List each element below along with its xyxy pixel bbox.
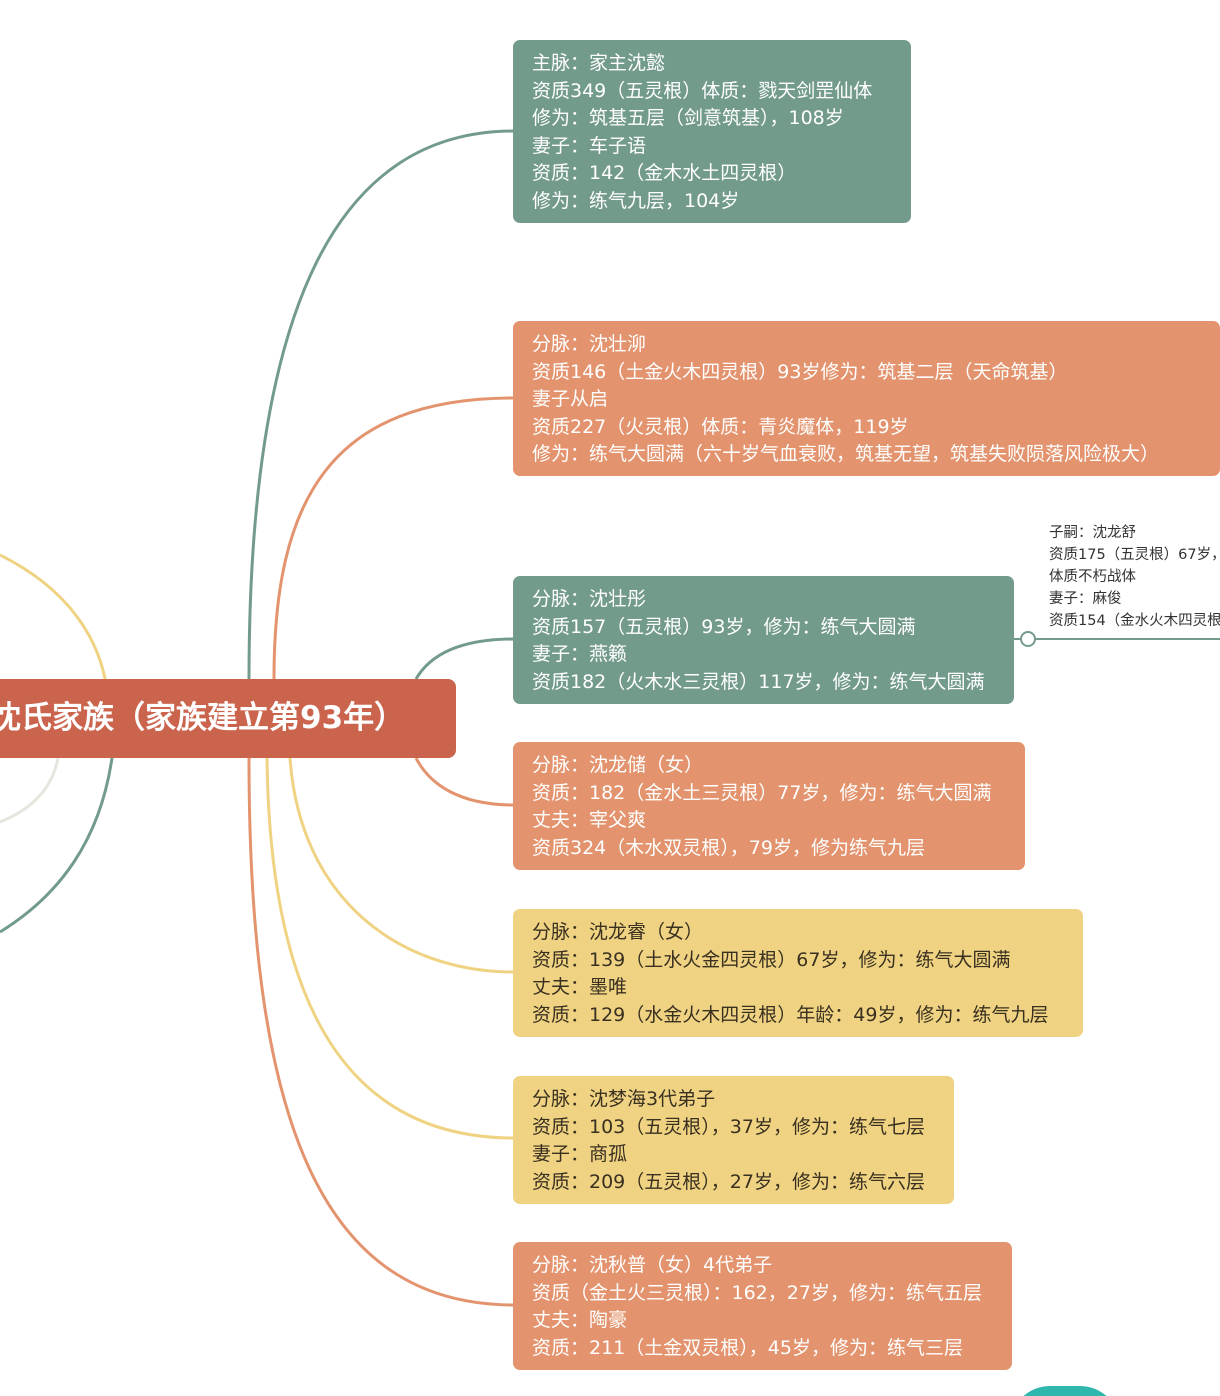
node-line: 资质：211（土金双灵根），45岁，修为：练气三层	[532, 1336, 963, 1359]
node-line: 资质：129（水金火木四灵根）年龄：49岁，修为：练气九层	[532, 1003, 1049, 1026]
branch-node-shen-zhuangmao[interactable]: 分脉：沈壮泖 资质146（土金火木四灵根）93岁修为：筑基二层（天命筑基） 妻子…	[513, 321, 1220, 476]
note-line: 子嗣：沈龙舒	[1049, 525, 1136, 541]
note-line: 体质不朽战体	[1049, 569, 1136, 585]
link-branch-5	[288, 757, 515, 974]
node-line: 资质146（土金火木四灵根）93岁修为：筑基二层（天命筑基）	[532, 360, 1068, 383]
node-line: 丈夫：宰父爽	[532, 809, 647, 832]
note-line: 资质154（金水火木四灵根	[1049, 613, 1220, 629]
branch-node-shen-qiupu[interactable]: 分脉：沈秋普（女）4代弟子 资质（金土火三灵根）：162，27岁，修为：练气五层…	[513, 1242, 1012, 1370]
ring-green	[0, 757, 114, 934]
link-branch-3	[414, 637, 515, 680]
floating-action-button[interactable]	[1010, 1386, 1120, 1396]
link-branch-2	[272, 396, 515, 680]
link-branch-6	[265, 757, 515, 1140]
node-line: 资质（金土火三灵根）：162，27岁，修为：练气五层	[532, 1281, 982, 1304]
node-line: 资质：209（五灵根），27岁，修为：练气六层	[532, 1170, 925, 1193]
branch-node-shen-zhuangtong[interactable]: 分脉：沈壮彤 资质157（五灵根）93岁，修为：练气大圆满 妻子：燕籁 资质18…	[513, 576, 1014, 704]
node-line: 妻子：燕籁	[532, 643, 628, 666]
node-line: 妻子从启	[532, 388, 609, 411]
node-line: 丈夫：陶豪	[532, 1309, 628, 1332]
branch-node-shen-longrui[interactable]: 分脉：沈龙睿（女） 资质：139（土水火金四灵根）67岁，修为：练气大圆满 丈夫…	[513, 909, 1083, 1037]
note-line: 资质175（五灵根）67岁，	[1049, 547, 1220, 563]
node-line: 资质227（火灵根）体质：青炎魔体，119岁	[532, 415, 909, 438]
node-line: 资质349（五灵根）体质：戮天剑罡仙体	[532, 79, 873, 102]
link-branch-4	[414, 757, 515, 807]
node-line: 资质：139（土水火金四灵根）67岁，修为：练气大圆满	[532, 948, 1011, 971]
node-line: 修为：练气大圆满（六十岁气血衰败，筑基无望，筑基失败陨落风险极大）	[532, 443, 1160, 466]
node-line: 分脉：沈秋普（女）4代弟子	[532, 1254, 773, 1276]
branch-node-shen-menghai[interactable]: 分脉：沈梦海3代弟子 资质：103（五灵根），37岁，修为：练气七层 妻子：商孤…	[513, 1076, 954, 1204]
node-line: 资质182（火木水三灵根）117岁，修为：练气大圆满	[532, 670, 985, 693]
node-line: 分脉：沈壮彤	[532, 588, 647, 610]
ring-pale	[0, 757, 60, 824]
ring-yellow	[0, 553, 109, 691]
node-line: 资质：142（金木水土四灵根）	[532, 162, 797, 185]
collapse-toggle[interactable]	[1020, 631, 1036, 647]
root-title: 沈氏家族（家族建立第93年）	[0, 700, 406, 736]
child-note-shen-longshu[interactable]: 子嗣：沈龙舒 资质175（五灵根）67岁， 体质不朽战体 妻子：麻俊 资质154…	[1049, 522, 1220, 632]
node-line: 妻子：车子语	[532, 134, 647, 157]
node-line: 主脉：家主沈懿	[532, 52, 666, 74]
node-line: 分脉：沈龙睿（女）	[532, 921, 704, 943]
root-topic[interactable]: 沈氏家族（家族建立第93年）	[0, 679, 456, 758]
node-line: 修为：筑基五层（剑意筑基），108岁	[532, 107, 844, 130]
link-branch-1	[247, 129, 515, 680]
node-line: 妻子：商孤	[532, 1143, 628, 1166]
node-line: 分脉：沈龙储（女）	[532, 754, 704, 776]
branch-node-main[interactable]: 主脉：家主沈懿 资质349（五灵根）体质：戮天剑罡仙体 修为：筑基五层（剑意筑基…	[513, 40, 911, 223]
link-branch-7	[247, 757, 515, 1307]
node-line: 资质324（木水双灵根），79岁，修为练气九层	[532, 836, 925, 859]
node-line: 修为：练气九层，104岁	[532, 189, 740, 212]
node-line: 资质：182（金水土三灵根）77岁，修为：练气大圆满	[532, 781, 992, 804]
node-line: 资质：103（五灵根），37岁，修为：练气七层	[532, 1115, 925, 1138]
note-line: 妻子：麻俊	[1049, 591, 1122, 607]
node-line: 分脉：沈壮泖	[532, 333, 647, 355]
branch-node-shen-longchu[interactable]: 分脉：沈龙储（女） 资质：182（金水土三灵根）77岁，修为：练气大圆满 丈夫：…	[513, 742, 1025, 870]
node-line: 资质157（五灵根）93岁，修为：练气大圆满	[532, 615, 916, 638]
node-line: 分脉：沈梦海3代弟子	[532, 1088, 716, 1110]
node-line: 丈夫：墨唯	[532, 976, 628, 999]
